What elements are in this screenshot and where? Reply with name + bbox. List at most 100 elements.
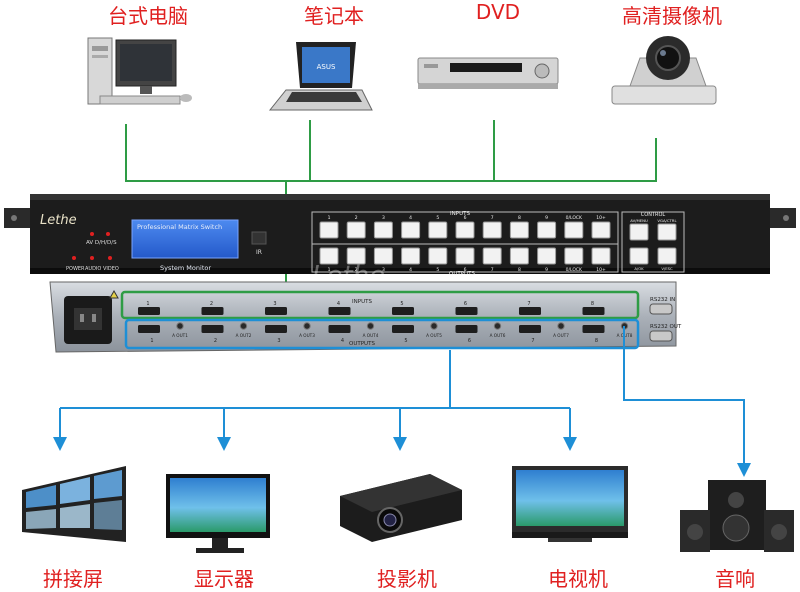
led-video-label: VIDEO [103,266,119,272]
input-select-button[interactable] [455,221,475,239]
hdmi-input-port[interactable] [265,307,287,315]
output-select-button[interactable] [564,247,584,265]
hdmi-output-port[interactable] [201,325,224,333]
rear-input-number: 5 [400,301,403,307]
output-number-label: 7 [491,267,494,273]
rear-output-number: 1 [150,338,153,344]
control-button[interactable] [657,247,677,265]
output-select-button[interactable] [319,247,339,265]
input-select-button[interactable] [537,221,557,239]
rs232-out-label: RS232 OUT [650,324,682,330]
rear-output-number: 8 [595,338,598,344]
source-label-desktop: 台式电脑 [108,4,188,28]
audio-out-jack[interactable] [176,322,184,330]
control-button[interactable] [629,223,649,241]
rear-input-number: 2 [210,301,213,307]
output-ports-highlight [124,318,640,350]
video-wall-icon [22,466,126,542]
front-outputs-label: OUTPUTS [449,271,475,277]
output-select-button[interactable] [428,247,448,265]
source-label-dvd: DVD [475,0,521,24]
output-number-label: 8 [518,267,521,273]
input-number-label: 9 [545,215,548,221]
audio-out-jack[interactable] [239,322,248,330]
hdmi-output-port[interactable] [455,325,478,333]
output-select-button[interactable] [482,247,502,265]
source-label-laptop: 笔记本 [304,4,364,28]
hdmi-output-port[interactable] [138,325,160,333]
input-select-button[interactable] [319,221,339,239]
control-button[interactable] [657,223,677,241]
audio-out-jack[interactable] [493,322,502,330]
rear-outputs-label: OUTPUTS [349,341,375,347]
audio-out-jack[interactable] [366,322,375,330]
source-label-camera: 高清摄像机 [622,4,722,28]
laptop-icon: ASUS [268,42,373,111]
rear-input-number: 8 [591,301,594,307]
control-button[interactable] [629,247,649,265]
output-number-label: 5 [436,267,439,273]
input-select-button[interactable] [346,221,366,239]
audio-out-label: A OUT5 [426,333,442,338]
output-number-label: 9 [545,267,548,273]
rear-input-number: 3 [273,301,276,307]
input-number-label: 4 [409,215,412,221]
output-select-button[interactable] [537,247,557,265]
dvd-player-icon [417,57,559,89]
front-inputs-label: INPUTS [450,211,470,217]
rear-inputs-label: INPUTS [352,299,372,305]
rear-input-number: 6 [464,301,467,307]
svg-text:ASUS: ASUS [317,63,336,71]
control-top-label: AV/MENU [630,218,648,223]
input-number-label: 5 [436,215,439,221]
matrix-front-panel: Lethe Professional Matrix Switch System … [4,194,796,291]
hdmi-input-port[interactable] [138,307,160,315]
input-select-button[interactable] [509,221,529,239]
hdmi-output-port[interactable] [328,325,351,333]
input-select-button[interactable] [401,221,421,239]
audio-out-jack[interactable] [430,322,438,330]
dest-label-tv: 电视机 [548,567,608,591]
rear-output-number: 2 [214,338,217,344]
dest-label-monitor: 显示器 [194,567,254,591]
output-select-button[interactable] [346,247,366,265]
hdmi-output-port[interactable] [582,325,605,333]
input-select-button[interactable] [428,221,448,239]
audio-out-label: A OUT2 [236,333,252,338]
input-select-button[interactable] [591,221,611,239]
dest-label-video-wall: 拼接屏 [43,567,103,591]
input-select-button[interactable] [482,221,502,239]
hdmi-input-port[interactable] [392,307,414,315]
output-select-button[interactable] [509,247,529,265]
hdmi-input-port[interactable] [328,307,351,315]
rear-output-number: 6 [468,338,471,344]
hdmi-input-port[interactable] [519,307,541,315]
control-bottom-label: V/ESC [661,266,673,271]
audio-out-jack[interactable] [303,322,311,330]
hdmi-input-port[interactable] [455,307,478,315]
hdmi-output-port[interactable] [392,325,414,333]
output-select-button[interactable] [455,247,475,265]
hdmi-output-port[interactable] [265,325,287,333]
led-top-label: AV D/H/D/S [86,240,117,246]
led-power-label: POWER [66,266,85,272]
output-number-label: 4 [409,267,412,273]
ptz-camera-icon [611,36,717,105]
rear-output-number: 7 [531,338,534,344]
output-select-button[interactable] [401,247,421,265]
hdmi-input-port[interactable] [582,307,605,315]
output-number-label: 1 [328,267,331,273]
input-select-button[interactable] [564,221,584,239]
audio-out-jack[interactable] [557,322,565,330]
output-select-button[interactable] [591,247,611,265]
output-number-label: 0/LOCK [566,267,583,273]
projector-icon [340,474,462,542]
input-select-button[interactable] [373,221,393,239]
desktop-computer-icon [87,37,192,105]
hdmi-input-port[interactable] [201,307,224,315]
input-number-label: 8 [518,215,521,221]
output-number-label: 10+ [596,267,606,273]
hdmi-output-port[interactable] [519,325,541,333]
output-number-label: 2 [355,267,358,273]
output-select-button[interactable] [373,247,393,265]
